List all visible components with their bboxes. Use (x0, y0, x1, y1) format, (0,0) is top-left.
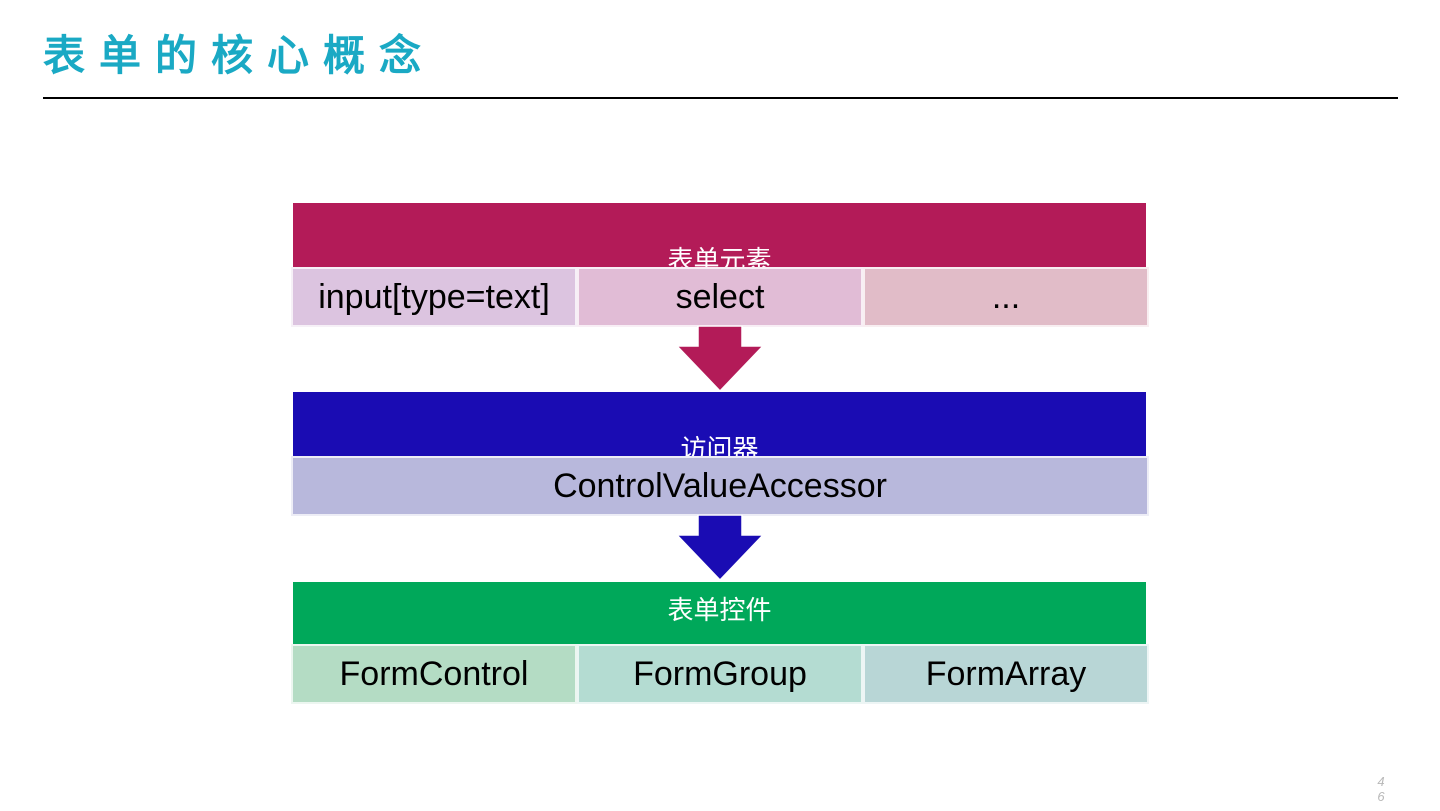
form-element-select: select (577, 267, 863, 327)
page-number: 46 (1377, 774, 1385, 804)
title-underline (43, 97, 1398, 99)
form-elements-label: 表单元素 (667, 246, 772, 267)
slide-title: 表单的核心概念 (43, 31, 436, 80)
form-elements-block: 表单元素 input[type=text] select ... (291, 203, 1149, 328)
form-controls-block: 表单控件 FormControl FormGroup FormArray (291, 582, 1149, 706)
form-group-cell: FormGroup (577, 644, 863, 704)
form-controls-label: 表单控件 (667, 596, 772, 626)
accessor-row: ControlValueAccessor (291, 456, 1149, 516)
form-control-cell: FormControl (291, 644, 577, 704)
form-elements-header: 表单元素 (293, 203, 1146, 267)
down-arrow-icon (676, 326, 764, 393)
accessor-block: 访问器 ControlValueAccessor (291, 392, 1149, 517)
form-element-input-text: input[type=text] (291, 267, 577, 327)
form-array-cell: FormArray (863, 644, 1149, 704)
form-elements-row: input[type=text] select ... (291, 267, 1149, 327)
form-element-more: ... (863, 267, 1149, 327)
form-controls-row: FormControl FormGroup FormArray (291, 644, 1149, 704)
form-elements-arrow-shape (676, 326, 764, 393)
down-arrow-icon (676, 515, 764, 582)
accessor-arrow-shape (676, 515, 764, 582)
control-value-accessor-cell: ControlValueAccessor (291, 456, 1149, 516)
accessor-label: 访问器 (680, 435, 759, 456)
accessor-header: 访问器 (293, 392, 1146, 456)
form-controls-header: 表单控件 (293, 582, 1146, 644)
